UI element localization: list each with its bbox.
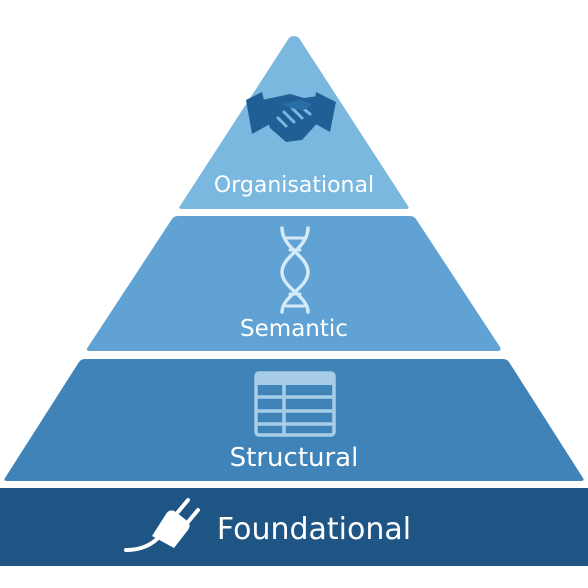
dna-icon [280,226,310,314]
layer-foundational-label: Foundational [217,512,411,547]
layer-organisational: Organisational [179,36,409,209]
layer-organisational-label: Organisational [214,173,374,198]
layer-structural: Structural [4,359,584,481]
layer-foundational-shape [0,488,588,566]
layer-structural-shape [4,359,584,481]
layer-semantic-label: Semantic [240,316,348,342]
plug-icon [124,498,200,552]
layer-semantic-shape [86,216,501,351]
layer-semantic: Semantic [86,216,501,351]
table-icon [254,371,336,437]
layer-foundational: Foundational [0,488,588,566]
layer-structural-label: Structural [230,443,359,473]
handshake-icon [246,92,336,142]
